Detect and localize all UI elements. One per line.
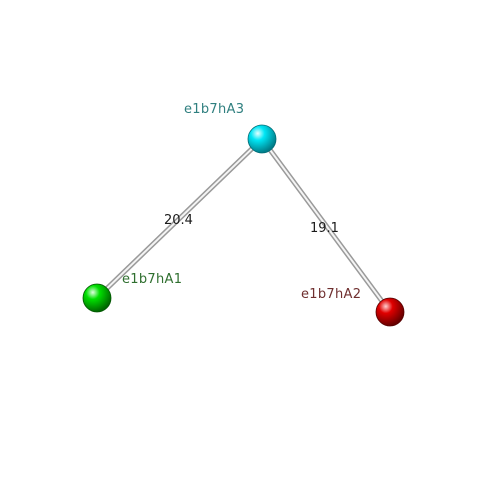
node-label-e1b7hA1: e1b7hA1	[122, 272, 182, 287]
edge-label-e1b7hA3-e1b7hA1: 20.4	[164, 213, 193, 228]
node-label-e1b7hA2: e1b7hA2	[301, 287, 361, 302]
node-e1b7hA1[interactable]	[82, 283, 112, 313]
node-e1b7hA3[interactable]	[247, 124, 277, 154]
edge-e1b7hA3-e1b7hA2	[259, 136, 393, 315]
edge-e1b7hA3-e1b7hA1	[94, 136, 265, 301]
node-label-e1b7hA3: e1b7hA3	[184, 102, 244, 117]
edge-label-e1b7hA3-e1b7hA2: 19.1	[310, 221, 339, 236]
node-e1b7hA2[interactable]	[375, 297, 405, 327]
